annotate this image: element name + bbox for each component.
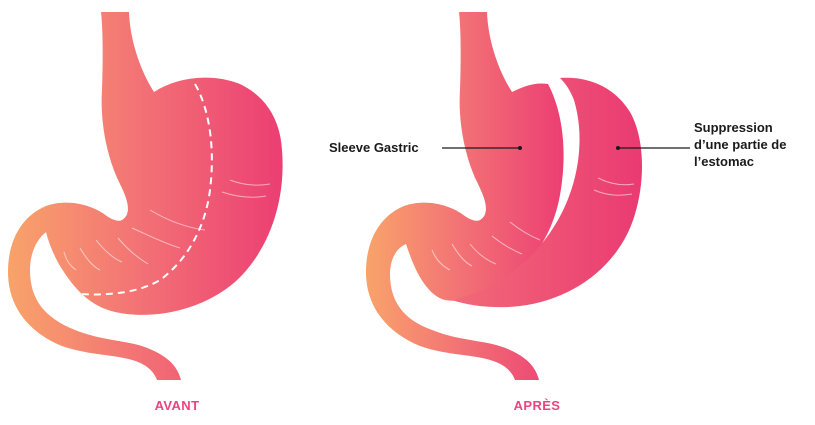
callout-removed-label: Suppression d’une partie de l’estomac (694, 119, 786, 170)
stomach-after (366, 12, 642, 380)
callout-removed-line-1: Suppression (694, 119, 786, 136)
stomach-before-body (8, 12, 283, 380)
stomach-before (8, 12, 283, 380)
caption-before: AVANT (117, 398, 237, 413)
callout-removed-line-2: d’une partie de (694, 136, 786, 153)
callout-sleeve-label: Sleeve Gastric (329, 139, 419, 156)
stomach-sleeve (366, 12, 564, 380)
callout-dot-sleeve (518, 146, 522, 150)
callout-dot-removed (616, 146, 620, 150)
callout-removed-line-3: l’estomac (694, 153, 786, 170)
caption-after: APRÈS (477, 398, 597, 413)
